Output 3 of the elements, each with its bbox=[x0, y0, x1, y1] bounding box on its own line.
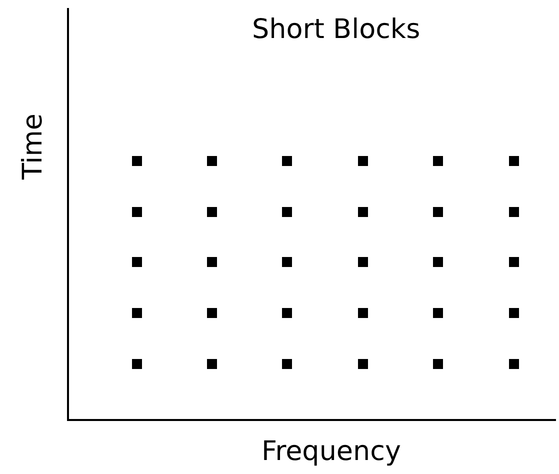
chart-title: Short Blocks bbox=[252, 16, 420, 43]
axis-label: Time bbox=[20, 112, 47, 180]
axis-label: Frequency bbox=[262, 438, 401, 465]
